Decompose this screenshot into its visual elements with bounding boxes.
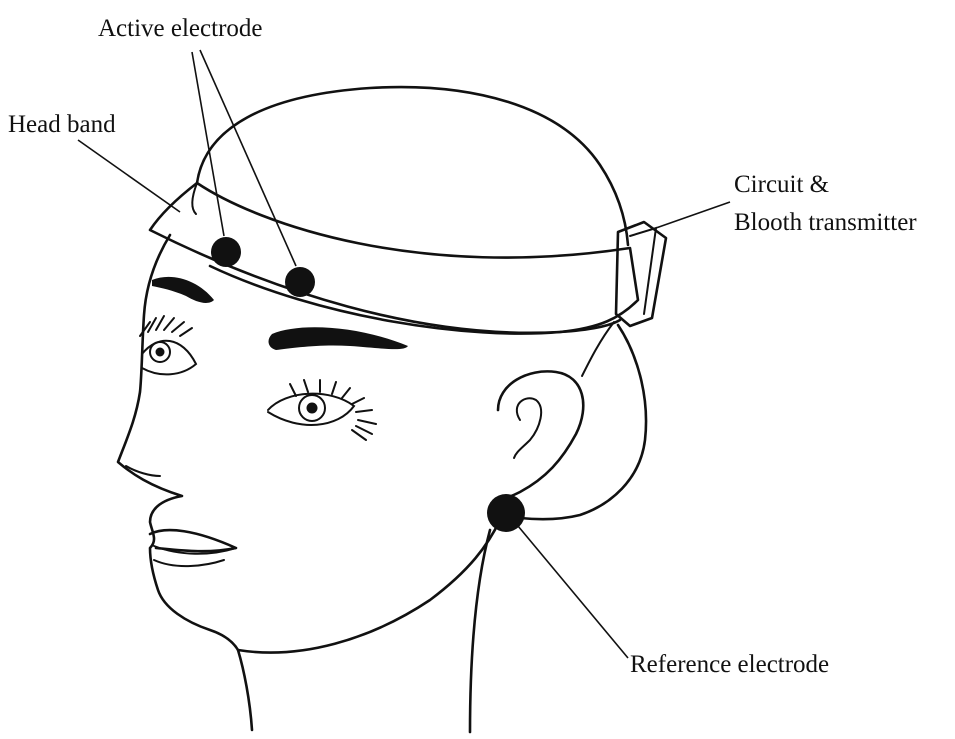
circuit-label-line1: Circuit &: [734, 171, 829, 198]
left-brow: [152, 277, 214, 303]
reference-electrode-label: Reference electrode: [630, 651, 829, 678]
circuit-label-line2: Blooth transmitter: [734, 209, 917, 236]
active-electrode-1: [211, 237, 241, 267]
skull-outline: [197, 87, 628, 245]
active-electrode-label: Active electrode: [98, 15, 263, 42]
right-eye: [268, 380, 376, 440]
active-electrode-2: [285, 267, 315, 297]
head-band-label: Head band: [8, 111, 116, 138]
circuit-leader: [656, 202, 730, 228]
head-band-leader: [78, 140, 180, 212]
active-electrode-leader-2: [200, 50, 296, 266]
mouth: [150, 530, 236, 566]
left-eye: [140, 316, 196, 374]
right-brow: [269, 327, 408, 350]
ear-inner: [514, 398, 541, 458]
active-electrode-leader-1: [192, 52, 224, 236]
reference-electrode: [487, 494, 525, 532]
ear-outline: [498, 371, 583, 500]
circuit-box: [616, 222, 666, 326]
jaw-line: [238, 520, 500, 653]
reference-electrode-leader: [518, 526, 628, 658]
face-profile: [118, 235, 252, 730]
